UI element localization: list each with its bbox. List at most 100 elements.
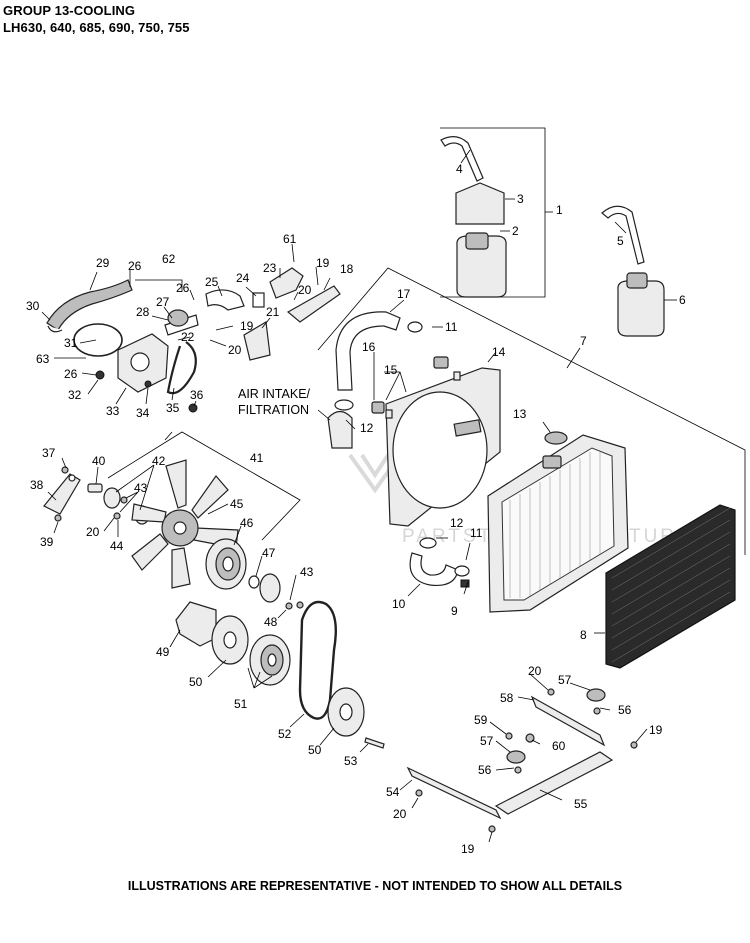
callout-1: 1	[556, 203, 563, 217]
callout-59: 59	[474, 713, 488, 727]
mount-57-lower	[506, 750, 526, 764]
upper-radiator-hose	[335, 311, 401, 391]
radiator	[487, 434, 629, 613]
overflow-hose-small	[440, 136, 484, 182]
callout-34: 34	[136, 406, 150, 420]
tension-arm-assembly	[43, 466, 103, 522]
callout-8: 8	[580, 628, 587, 642]
callout-11-lower: 11	[470, 526, 483, 540]
spacer-47	[259, 573, 281, 603]
bypass-hose	[46, 279, 133, 331]
callout-54: 54	[386, 785, 400, 799]
callout-33: 33	[106, 404, 120, 418]
callout-31: 31	[64, 336, 78, 350]
air-intake-elbow	[327, 410, 353, 449]
callout-53: 53	[344, 754, 358, 768]
leader-lines	[41, 149, 677, 843]
pump-gasket	[73, 323, 123, 357]
callout-40: 40	[92, 454, 106, 468]
callout-37: 37	[42, 446, 56, 460]
callout-56-a: 56	[618, 703, 632, 717]
callout-57-a: 57	[558, 673, 572, 687]
callout-22: 22	[181, 330, 195, 344]
disclaimer-footer: ILLUSTRATIONS ARE REPRESENTATIVE - NOT I…	[127, 879, 623, 893]
callout-26-b: 26	[176, 281, 190, 295]
spacer-42	[103, 487, 121, 509]
bottle-cap	[465, 232, 489, 250]
callout-19-c: 19	[649, 723, 663, 737]
callout-26-c: 26	[64, 367, 78, 381]
callout-12-upper: 12	[360, 421, 374, 435]
callout-7: 7	[580, 334, 587, 348]
air-intake-label-line1: AIR INTAKE/	[238, 387, 311, 401]
callout-19-a: 19	[316, 256, 330, 270]
callout-9: 9	[451, 604, 458, 618]
radiator-screen	[605, 504, 736, 669]
callout-20-e: 20	[393, 807, 407, 821]
pump-pulley-fitting	[167, 309, 189, 327]
callout-44: 44	[110, 539, 124, 553]
callout-23: 23	[263, 261, 277, 275]
fan-belt-35	[166, 341, 197, 395]
callout-41: 41	[250, 451, 264, 465]
thermostat-housing	[269, 267, 304, 299]
mount-57-upper	[586, 688, 606, 702]
callout-2: 2	[512, 224, 519, 238]
callout-29: 29	[96, 256, 110, 270]
radiator-cap	[542, 455, 562, 469]
callout-43-a: 43	[134, 481, 148, 495]
coolant-hose-25	[205, 289, 245, 311]
callout-24: 24	[236, 271, 250, 285]
callout-43-b: 43	[300, 565, 314, 579]
callout-48: 48	[264, 615, 278, 629]
callout-52: 52	[278, 727, 292, 741]
callout-38: 38	[30, 478, 44, 492]
hose-clamp-12	[419, 537, 437, 549]
callout-36: 36	[190, 388, 204, 402]
callout-51: 51	[234, 697, 248, 711]
callout-3: 3	[517, 192, 524, 206]
overflow-bottle	[456, 235, 507, 298]
callout-50-a: 50	[189, 675, 203, 689]
rail-54	[406, 766, 502, 820]
isolator-15	[371, 401, 385, 414]
callout-42: 42	[152, 454, 166, 468]
coolant-bottle-assembly	[601, 205, 665, 337]
callout-39: 39	[40, 535, 54, 549]
callout-30: 30	[26, 299, 40, 313]
callout-17: 17	[397, 287, 411, 301]
callout-18: 18	[340, 262, 354, 276]
callout-20-d: 20	[528, 664, 542, 678]
callout-55: 55	[574, 797, 588, 811]
callout-45: 45	[230, 497, 244, 511]
callout-13: 13	[513, 407, 527, 421]
callout-20-c: 20	[86, 525, 100, 539]
fan-pulley	[205, 538, 247, 590]
callout-61: 61	[283, 232, 297, 246]
rail-55	[494, 751, 614, 815]
callout-14: 14	[492, 345, 506, 359]
callout-35: 35	[166, 401, 180, 415]
callout-62: 62	[162, 252, 176, 266]
callout-11-upper: 11	[445, 320, 458, 334]
radiator-group-line	[317, 267, 746, 555]
idler-bolt	[87, 483, 103, 493]
callout-50-b: 50	[308, 743, 322, 757]
callout-19-d: 19	[461, 842, 475, 856]
bolt-53	[364, 737, 385, 749]
mounting-rails	[406, 688, 638, 833]
bracket-21	[243, 321, 271, 361]
pulley-50-upper	[211, 615, 249, 665]
fan-group-line	[107, 431, 301, 541]
callout-27: 27	[156, 295, 170, 309]
callout-19-b: 19	[240, 319, 254, 333]
callout-10: 10	[392, 597, 406, 611]
callout-25: 25	[205, 275, 219, 289]
pulley-50-lower	[327, 687, 365, 737]
callout-20-a: 20	[298, 283, 312, 297]
overflow-bottle-assembly	[440, 127, 553, 298]
lower-radiator-hose	[409, 552, 459, 587]
callout-26-a: 26	[128, 259, 142, 273]
callout-20-b: 20	[228, 343, 242, 357]
